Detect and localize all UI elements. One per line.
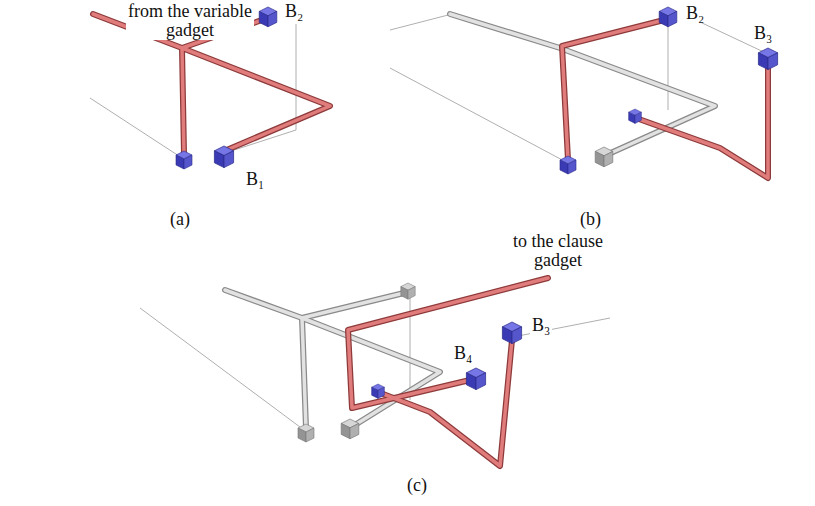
block-label: B₃ [752, 24, 774, 43]
block-label: B₂ [283, 2, 305, 21]
panel-label: (a) [168, 210, 192, 229]
grey-tubes [225, 14, 715, 428]
block-label: B₁ [244, 170, 266, 189]
panel-label: (b) [578, 210, 603, 229]
red-tubes [93, 14, 768, 466]
guide-lines [90, 14, 768, 430]
target-note: to the clause gadget [500, 232, 616, 270]
source-note: from the variable gadget [126, 2, 254, 40]
panel-label: (c) [405, 476, 429, 495]
block-label: B₃ [530, 316, 552, 335]
block-label: B₄ [452, 344, 474, 363]
cubes [176, 7, 778, 442]
block-label: B₂ [684, 4, 706, 23]
